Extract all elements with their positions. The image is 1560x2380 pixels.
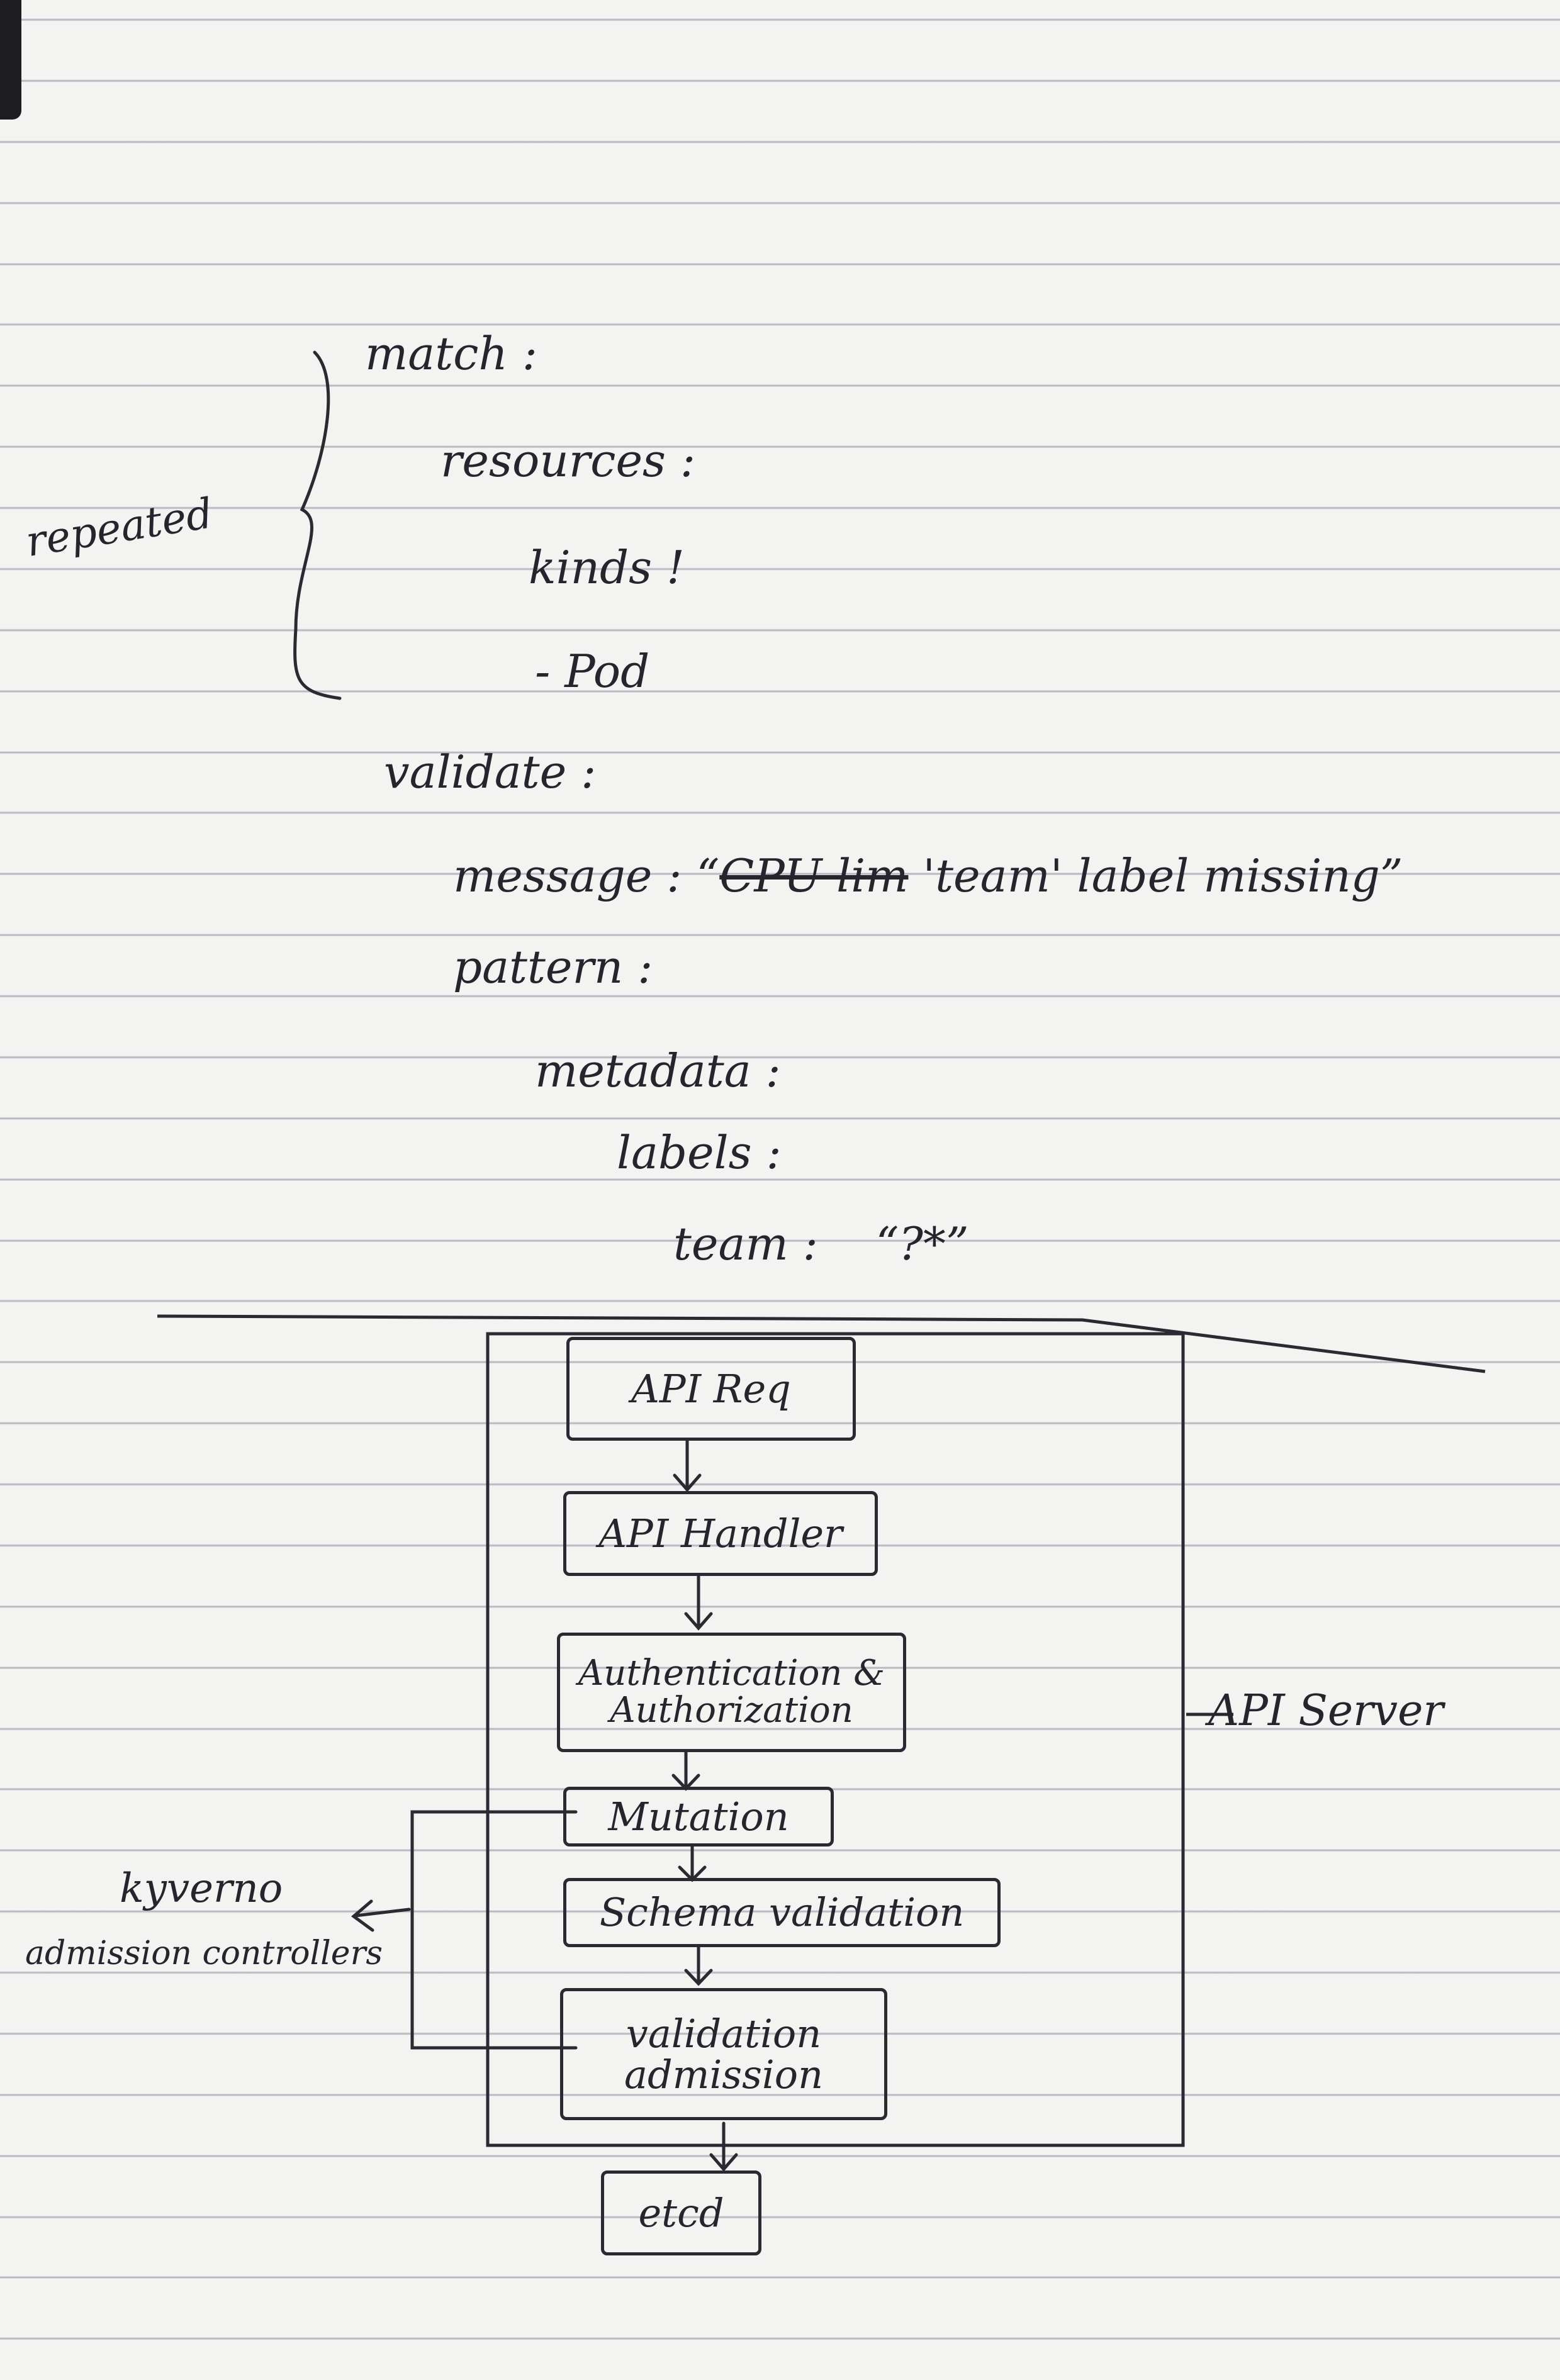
yaml-labels: labels :	[617, 1126, 782, 1179]
label-api-server: API Server	[1208, 1686, 1444, 1736]
curly-brace	[293, 350, 342, 700]
label-admission-controllers: admission controllers	[25, 1935, 383, 1972]
yaml-team-value: “?*”	[875, 1217, 969, 1270]
step-mutation: Mutation	[563, 1787, 834, 1846]
yaml-message-open-quote: “	[696, 849, 720, 902]
yaml-validate: validate :	[384, 746, 597, 798]
yaml-team-key: team :	[673, 1217, 818, 1270]
yaml-message-value: 'team' label missing”	[923, 849, 1403, 902]
step-api-request: API Req	[566, 1337, 856, 1441]
yaml-match: match :	[365, 327, 537, 380]
yaml-pattern: pattern :	[453, 941, 653, 993]
yaml-message-line: message : “CPU lim 'team' label missing”	[453, 849, 1403, 902]
step-schema-validation: Schema validation	[563, 1878, 1001, 1947]
yaml-kinds: kinds !	[529, 541, 685, 594]
yaml-resources: resources :	[441, 434, 696, 487]
divider-line	[157, 1314, 1486, 1373]
step-validation-admission: validation admission	[560, 1988, 887, 2120]
step-authentication-authorization: Authentication & Authorization	[557, 1633, 906, 1752]
yaml-team-line: team : “?*”	[673, 1217, 969, 1270]
page-corner-shadow	[0, 0, 21, 120]
label-kyverno: kyverno	[120, 1865, 283, 1912]
yaml-metadata: metadata :	[535, 1044, 781, 1097]
yaml-pod: - Pod	[535, 645, 650, 698]
step-etcd: etcd	[601, 2170, 761, 2255]
yaml-message-struck: CPU lim	[719, 849, 909, 902]
api-server-group-box	[486, 1332, 1185, 2147]
yaml-message-key: message :	[453, 849, 682, 902]
step-api-handler: API Handler	[563, 1491, 878, 1576]
kyverno-bracket	[351, 1810, 578, 2050]
